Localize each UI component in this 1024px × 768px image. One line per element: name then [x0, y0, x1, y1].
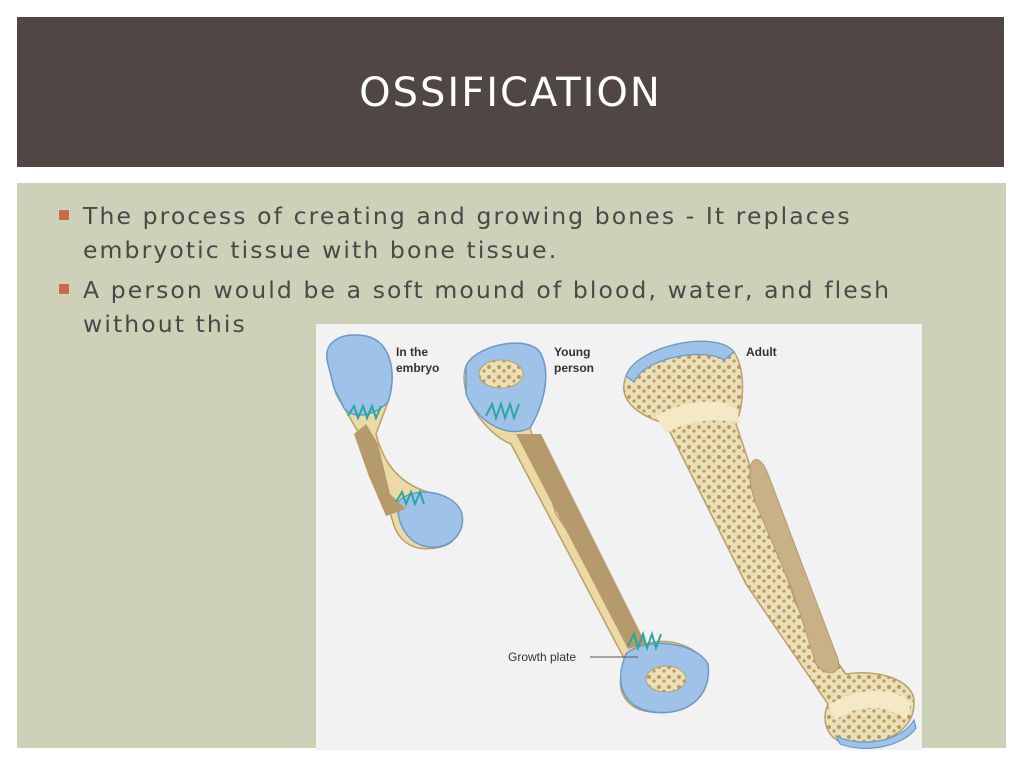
adult-bone [623, 340, 917, 749]
bullet-text: The process of creating and growing bone… [83, 202, 852, 264]
label-embryo-1: In the [396, 345, 428, 359]
label-growth-plate: Growth plate [508, 650, 576, 664]
label-young-2: person [554, 361, 594, 375]
bone-diagram: In the embryo Young person [326, 334, 917, 749]
bullet-marker-icon [59, 210, 69, 220]
label-embryo-2: embryo [396, 361, 439, 375]
bullet-item: A person would be a soft mound of blood,… [59, 273, 959, 341]
bullet-list: The process of creating and growing bone… [59, 199, 959, 347]
young-bone [463, 342, 710, 714]
bullet-text: A person would be a soft mound of blood,… [83, 276, 892, 338]
title-bar: OSSIFICATION [17, 17, 1004, 167]
label-young-1: Young [554, 345, 590, 359]
embryo-bone [326, 334, 464, 550]
bullet-marker-icon [59, 284, 69, 294]
bullet-item: The process of creating and growing bone… [59, 199, 959, 267]
slide-title: OSSIFICATION [359, 70, 662, 116]
bone-growth-illustration: In the embryo Young person [316, 324, 922, 750]
label-adult: Adult [746, 345, 777, 359]
content-area: The process of creating and growing bone… [17, 183, 1006, 750]
